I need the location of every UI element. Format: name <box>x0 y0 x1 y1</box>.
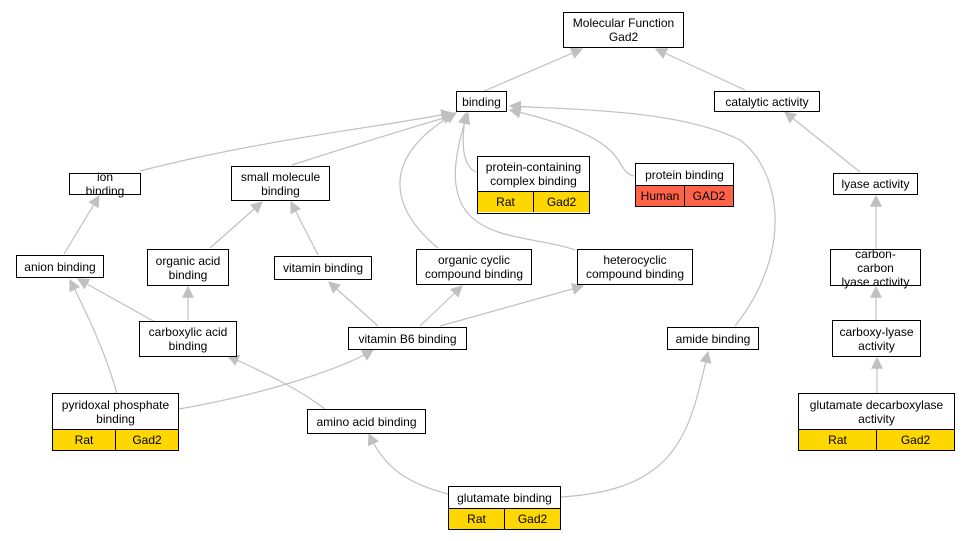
node-label: protein-containing <box>485 160 582 174</box>
edge-protein-binding-to-binding <box>508 106 635 177</box>
annotation-row[interactable]: Rat Gad2 <box>799 429 954 450</box>
gene-cell: Gad2 <box>115 430 178 450</box>
annotation-row[interactable]: Rat Gad2 <box>449 508 560 529</box>
annotation-row[interactable]: Rat Gad2 <box>53 429 178 450</box>
edge-organic-acid-to-small-molecule <box>209 201 263 249</box>
node-label: compound binding <box>585 267 685 281</box>
node-carbon-carbon-lyase-activity[interactable]: carbon-carbon lyase activity <box>830 246 921 289</box>
node-label: lyase activity <box>841 177 910 191</box>
gene-cell: Gad2 <box>504 509 560 529</box>
edge-vitamin-to-small-molecule <box>290 200 319 256</box>
node-label: binding <box>168 267 208 282</box>
node-label: glutamate decarboxylase <box>809 397 944 412</box>
node-label: compound binding <box>424 267 524 281</box>
edge-vitamin-b6-to-heterocyclic <box>439 283 585 327</box>
node-label: carboxylic acid <box>148 325 228 339</box>
node-label: carbon-carbon <box>855 246 896 275</box>
node-label: organic acid <box>155 253 221 268</box>
node-ion-binding[interactable]: ion binding <box>69 170 141 198</box>
edge-anion-to-ion <box>63 194 100 255</box>
node-carboxy-lyase-activity[interactable]: carboxy-lyase activity <box>832 320 921 357</box>
species-cell: Human <box>640 189 680 203</box>
edge-lyase-to-catalytic <box>784 111 861 173</box>
node-label: amide binding <box>675 331 751 346</box>
edge-glutamate-binding-to-amide <box>560 350 712 498</box>
node-label: Gad2 <box>608 30 639 44</box>
node-glutamate-decarboxylase-activity[interactable]: glutamate decarboxylase activity Rat Gad… <box>798 393 955 451</box>
node-label: glutamate binding <box>457 490 552 505</box>
node-carboxylic-acid-binding[interactable]: carboxylic acid binding <box>139 321 237 357</box>
edge-ion-to-binding <box>139 109 454 172</box>
node-label: organic cyclic <box>437 253 510 267</box>
species-cell: Rat <box>496 195 515 209</box>
node-glutamate-binding[interactable]: glutamate binding Rat Gad2 <box>448 486 561 530</box>
node-label: catalytic activity <box>725 94 809 109</box>
edge-organic-cyclic-to-binding <box>399 112 458 249</box>
annotation-row[interactable]: Human GAD2 <box>636 185 733 206</box>
node-protein-binding[interactable]: protein binding Human GAD2 <box>635 163 734 207</box>
node-binding[interactable]: binding <box>456 91 507 112</box>
node-label: vitamin B6 binding <box>358 331 457 346</box>
node-lyase-activity[interactable]: lyase activity <box>833 173 918 195</box>
node-vitamin-b6-binding[interactable]: vitamin B6 binding <box>348 327 467 350</box>
node-label: lyase activity <box>841 274 910 289</box>
gene-cell: GAD2 <box>684 186 733 206</box>
annotation-row[interactable]: Rat Gad2 <box>478 191 589 212</box>
node-vitamin-binding[interactable]: vitamin binding <box>274 256 372 280</box>
edge-heterocyclic-to-binding <box>454 111 576 251</box>
node-heterocyclic-compound-binding[interactable]: heterocyclic compound binding <box>577 249 693 285</box>
node-label: vitamin binding <box>282 261 364 275</box>
edge-pyridoxal-to-anion <box>69 278 118 395</box>
species-cell: Rat <box>828 433 847 447</box>
node-label: binding <box>96 411 135 426</box>
edge-vitamin-b6-to-organic-cyclic <box>419 285 463 327</box>
node-label: binding <box>168 339 208 353</box>
edge-carboxylic-to-anion <box>76 278 156 323</box>
node-protein-containing-complex-binding[interactable]: protein-containing complex binding Rat G… <box>477 156 590 214</box>
edge-amide-to-binding <box>508 100 776 327</box>
node-label: complex binding <box>490 174 577 188</box>
edge-catalytic-to-molecular-function <box>654 48 746 91</box>
node-molecular-function[interactable]: Molecular Function Gad2 <box>563 12 684 48</box>
node-amide-binding[interactable]: amide binding <box>667 327 759 350</box>
node-catalytic-activity[interactable]: catalytic activity <box>714 91 820 112</box>
species-cell: Rat <box>74 433 94 447</box>
node-label: Molecular Function <box>572 16 675 30</box>
node-pyridoxal-phosphate-binding[interactable]: pyridoxal phosphate binding Rat Gad2 <box>52 393 179 451</box>
species-cell: Rat <box>467 512 486 526</box>
node-label: activity <box>858 411 895 426</box>
edge-binding-to-molecular-function <box>481 47 584 93</box>
node-label: binding <box>261 183 300 198</box>
node-label: small molecule <box>240 169 321 184</box>
node-label: protein binding <box>645 167 724 182</box>
node-label: heterocyclic <box>603 253 667 267</box>
edge-vitamin-b6-to-vitamin <box>328 281 379 327</box>
node-label: anion binding <box>24 259 96 274</box>
edge-glutamate-binding-to-amino-acid <box>367 432 449 495</box>
node-anion-binding[interactable]: anion binding <box>16 255 104 278</box>
node-small-molecule-binding[interactable]: small molecule binding <box>231 166 330 201</box>
node-organic-cyclic-compound-binding[interactable]: organic cyclic compound binding <box>416 249 532 285</box>
node-amino-acid-binding[interactable]: amino acid binding <box>307 409 426 434</box>
edge-pyridoxal-to-vitamin-b6 <box>178 349 375 410</box>
edge-amino-acid-to-carboxylic <box>226 354 326 410</box>
edge-small-molecule-to-binding <box>291 112 456 166</box>
node-label: activity <box>858 338 895 353</box>
node-label: amino acid binding <box>316 414 417 429</box>
gene-cell: Gad2 <box>533 192 589 212</box>
gene-cell: Gad2 <box>876 430 954 450</box>
node-label: carboxy-lyase <box>839 324 914 339</box>
node-organic-acid-binding[interactable]: organic acid binding <box>147 249 229 286</box>
node-label: ion binding <box>85 170 125 198</box>
node-label: binding <box>462 94 501 109</box>
node-label: pyridoxal phosphate <box>61 397 170 412</box>
